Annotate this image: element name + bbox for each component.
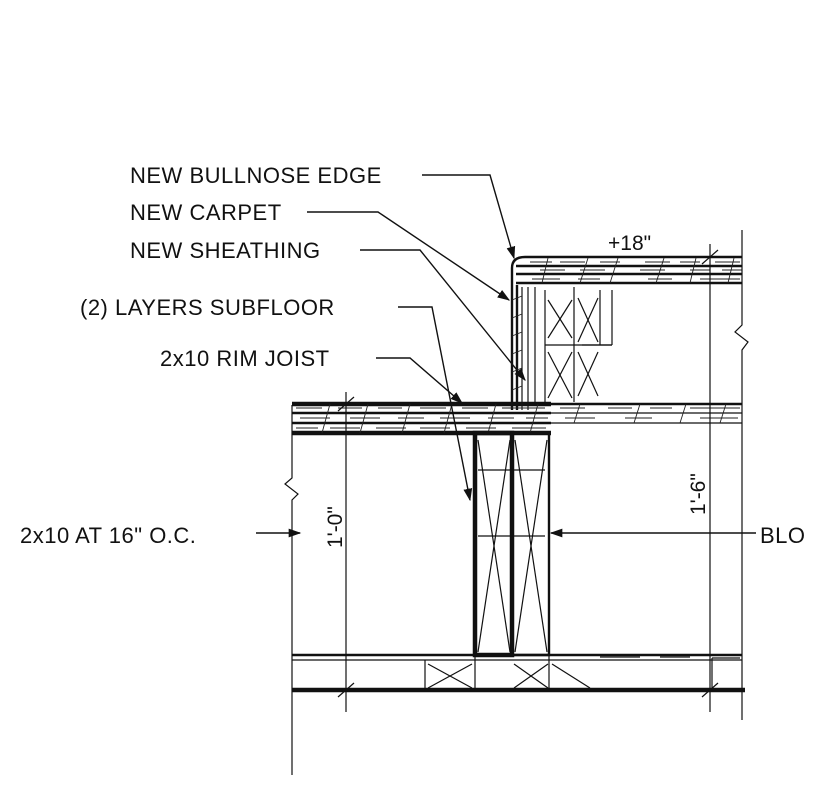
upper-platform [510,230,749,720]
callout-bullnose-edge: NEW BULLNOSE EDGE [130,163,382,188]
upper-bottom-hatch [560,403,740,424]
callout-sheathing: NEW SHEATHING [130,238,321,263]
bottom-framing [292,653,745,693]
callout-carpet: NEW CARPET [130,200,282,225]
upper-break-line [734,230,749,720]
dimension-upper [700,244,720,712]
callout-joists: 2x10 AT 16" O.C. [20,523,196,548]
callout-blocking: BLO [760,523,806,548]
callout-leaders [256,174,756,538]
lower-subfloor-hatch [296,403,548,434]
left-break-line [284,405,299,775]
callout-subfloor: (2) LAYERS SUBFLOOR [80,295,335,320]
lower-floor-band [292,401,742,436]
bullnose-edge-line [510,255,742,282]
upper-blocking [534,287,613,402]
callout-rim-joist: 2x10 RIM JOIST [160,346,330,371]
rim-joist-assembly [472,430,551,658]
step-height-dimension: +18" [608,232,651,255]
dimension-lower [336,392,356,712]
upper-sheathing-hatch [530,257,742,284]
upper-depth-dimension: 1'-6" [687,473,710,515]
lower-depth-dimension: 1'-0" [324,506,347,548]
